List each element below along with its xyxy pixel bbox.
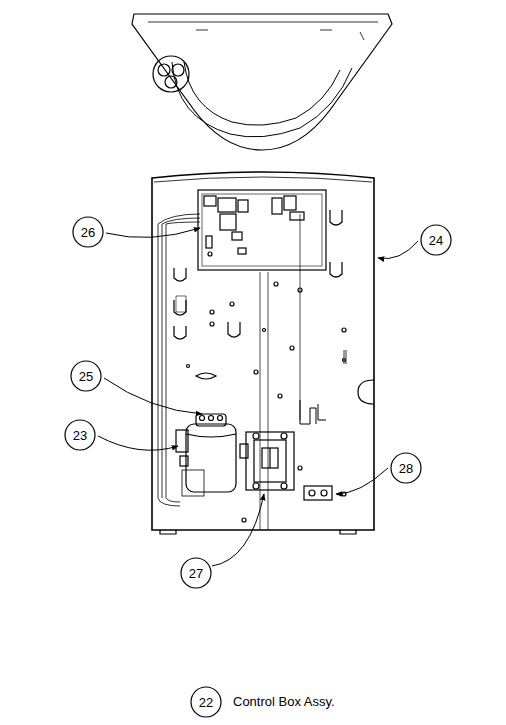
leader-lines <box>98 228 418 566</box>
callout-number: 24 <box>429 234 443 247</box>
callout-ring <box>391 453 421 483</box>
callout-circle: 27 <box>180 557 212 589</box>
callout-number: 26 <box>81 226 95 239</box>
callout-ring <box>421 225 451 255</box>
callout-ring <box>191 687 221 717</box>
callout-ring <box>65 420 95 450</box>
top-cover <box>132 14 392 150</box>
ground-lug <box>304 486 332 500</box>
callout-number: 25 <box>79 370 93 383</box>
callout-ring <box>71 361 101 391</box>
control-board <box>198 190 326 420</box>
callout-circle: 24 <box>420 224 452 256</box>
callout-number: 22 <box>199 696 213 709</box>
capacitor <box>176 414 236 496</box>
callout-circle: 26 <box>72 216 104 248</box>
control-box-panel <box>152 172 374 534</box>
callout-circle: 25 <box>70 360 102 392</box>
callout-circle: 22 <box>190 686 222 718</box>
callout-circle: 28 <box>390 452 422 484</box>
callout-ring <box>73 217 103 247</box>
callout-circle: 23 <box>64 419 96 451</box>
contactor <box>240 432 294 490</box>
callout-number: 28 <box>399 462 413 475</box>
part-name: Control Box Assy. <box>233 694 335 709</box>
callout-number: 23 <box>73 429 87 442</box>
callout-ring <box>181 558 211 588</box>
callout-number: 27 <box>189 567 203 580</box>
